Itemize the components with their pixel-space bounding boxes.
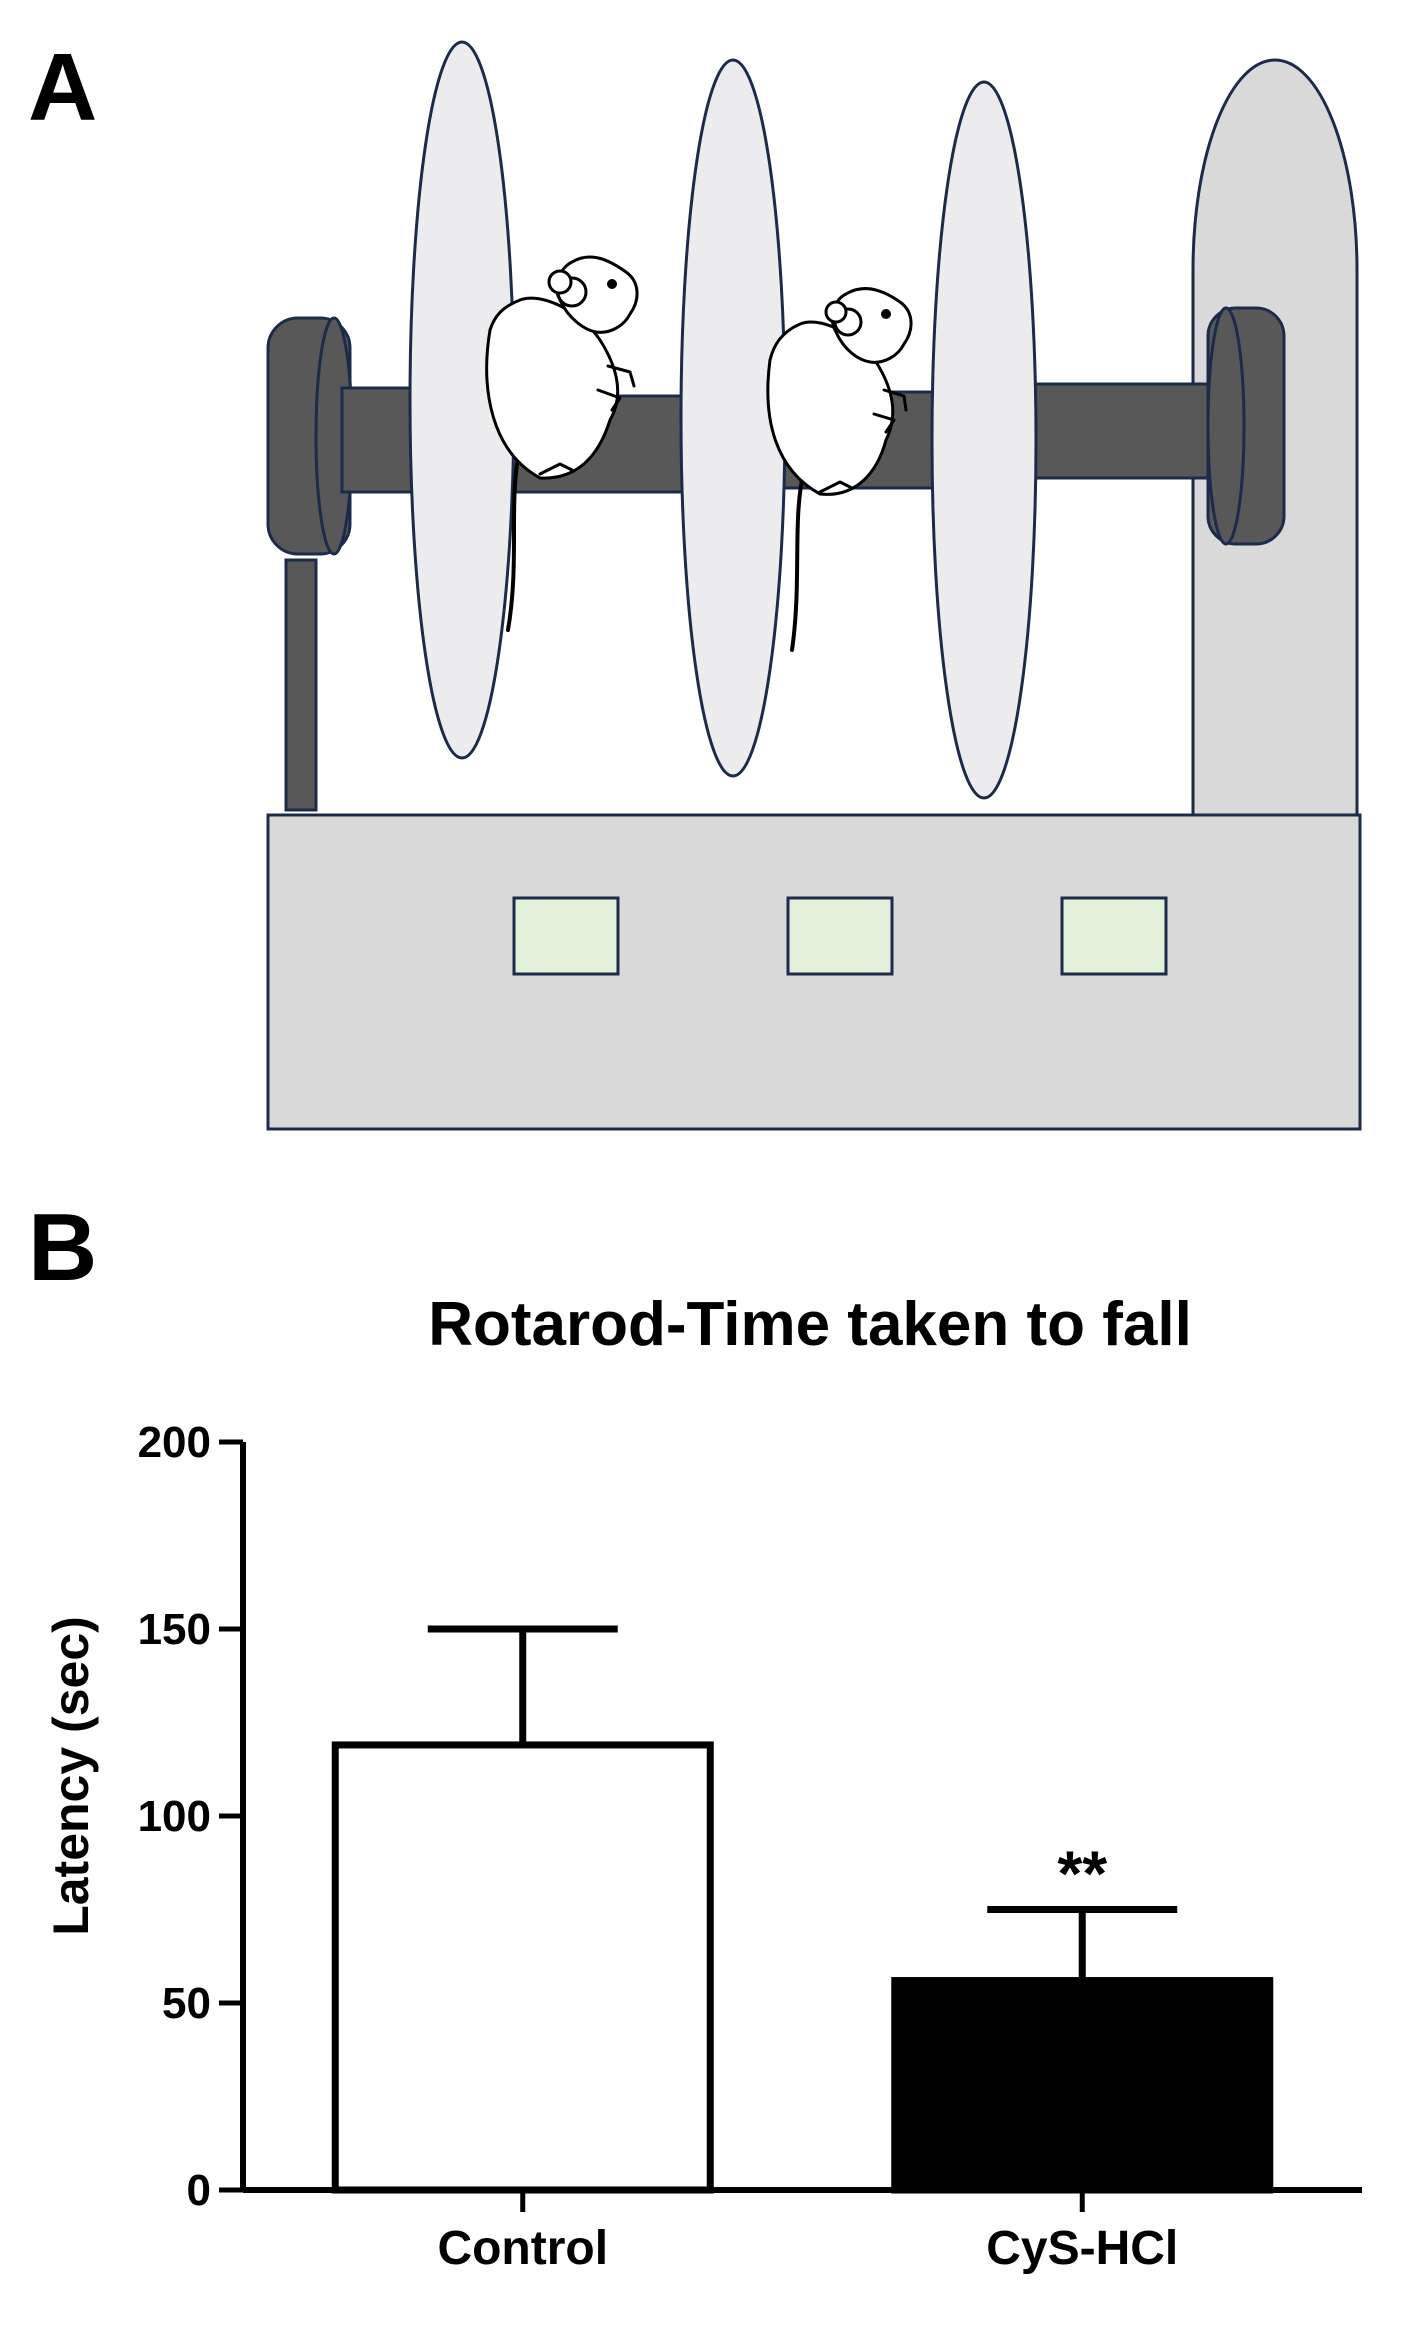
- y-tick-label: 50: [162, 1979, 211, 2028]
- display-window: [1060, 896, 1168, 976]
- panel-label-b: B: [28, 1194, 98, 1301]
- rotarod-illustration: [266, 40, 1362, 1131]
- x-tick-label: CyS-HCl: [986, 2222, 1178, 2275]
- y-axis-label: Latency (sec): [43, 1616, 99, 1936]
- bar-control: [331, 1741, 714, 2194]
- significance-marker: **: [1057, 1838, 1107, 1910]
- y-tick-label: 0: [187, 2166, 211, 2215]
- rotarod-bar-chart: Rotarod-Time taken to fall Latency (sec)…: [43, 1290, 1362, 2275]
- x-tick-label: Control: [437, 2222, 608, 2275]
- y-tick-label: 150: [138, 1605, 211, 1654]
- panel-label-a: A: [28, 34, 98, 141]
- y-tick-label: 200: [138, 1418, 211, 1467]
- display-window: [512, 896, 620, 976]
- end-cap-right-face: [1206, 306, 1246, 546]
- rod-segment: [340, 386, 420, 494]
- support-leg: [284, 558, 318, 812]
- divider-disk: [930, 80, 1038, 800]
- rat-icon: [766, 287, 913, 652]
- y-tick-label: 100: [138, 1792, 211, 1841]
- display-window: [786, 896, 894, 976]
- rod-segment: [1010, 382, 1214, 480]
- bar-cys-hcl: [891, 1977, 1274, 2194]
- rat-icon: [485, 255, 639, 632]
- chart-title: Rotarod-Time taken to fall: [428, 1290, 1192, 1359]
